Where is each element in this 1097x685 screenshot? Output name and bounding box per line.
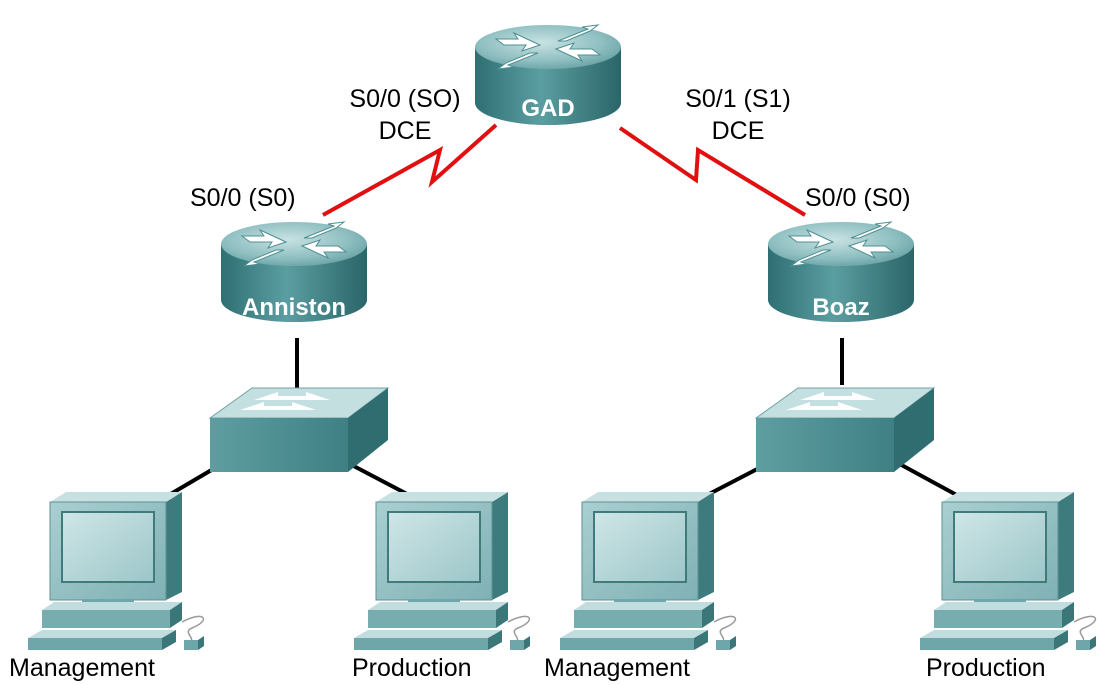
router-gad-label: GAD: [521, 95, 574, 122]
router-anniston-label: Anniston: [242, 294, 346, 321]
switch-anniston[interactable]: [209, 387, 389, 473]
gad-left-role-label: DCE: [379, 117, 432, 145]
serial-link-gad-anniston: [322, 123, 498, 217]
router-gad[interactable]: GAD: [474, 24, 622, 126]
workstation-icon: [559, 491, 737, 651]
serial-link-gad-boaz: [618, 126, 807, 217]
host-label-boaz-production: Production: [926, 654, 1046, 682]
host-label-anniston-production: Production: [352, 654, 472, 682]
workstation-anniston-production[interactable]: [353, 491, 531, 651]
switch-icon: [755, 387, 935, 473]
workstation-icon: [27, 491, 205, 651]
boaz-serial-label: S0/0 (S0): [805, 184, 911, 212]
router-boaz[interactable]: Boaz: [767, 221, 915, 323]
workstation-boaz-management[interactable]: [559, 491, 737, 651]
host-label-anniston-management: Management: [9, 654, 155, 682]
host-label-boaz-management: Management: [544, 654, 690, 682]
switch-boaz[interactable]: [755, 387, 935, 473]
workstation-anniston-management[interactable]: [27, 491, 205, 651]
gad-left-port-label: S0/0 (SO): [349, 85, 460, 113]
router-boaz-label: Boaz: [812, 294, 869, 321]
workstation-icon: [919, 491, 1097, 651]
gad-right-role-label: DCE: [712, 117, 765, 145]
gad-right-port-label: S0/1 (S1): [685, 85, 791, 113]
workstation-icon: [353, 491, 531, 651]
switch-icon: [209, 387, 389, 473]
anniston-serial-label: S0/0 (S0): [190, 184, 296, 212]
router-anniston[interactable]: Anniston: [220, 221, 368, 323]
workstation-boaz-production[interactable]: [919, 491, 1097, 651]
